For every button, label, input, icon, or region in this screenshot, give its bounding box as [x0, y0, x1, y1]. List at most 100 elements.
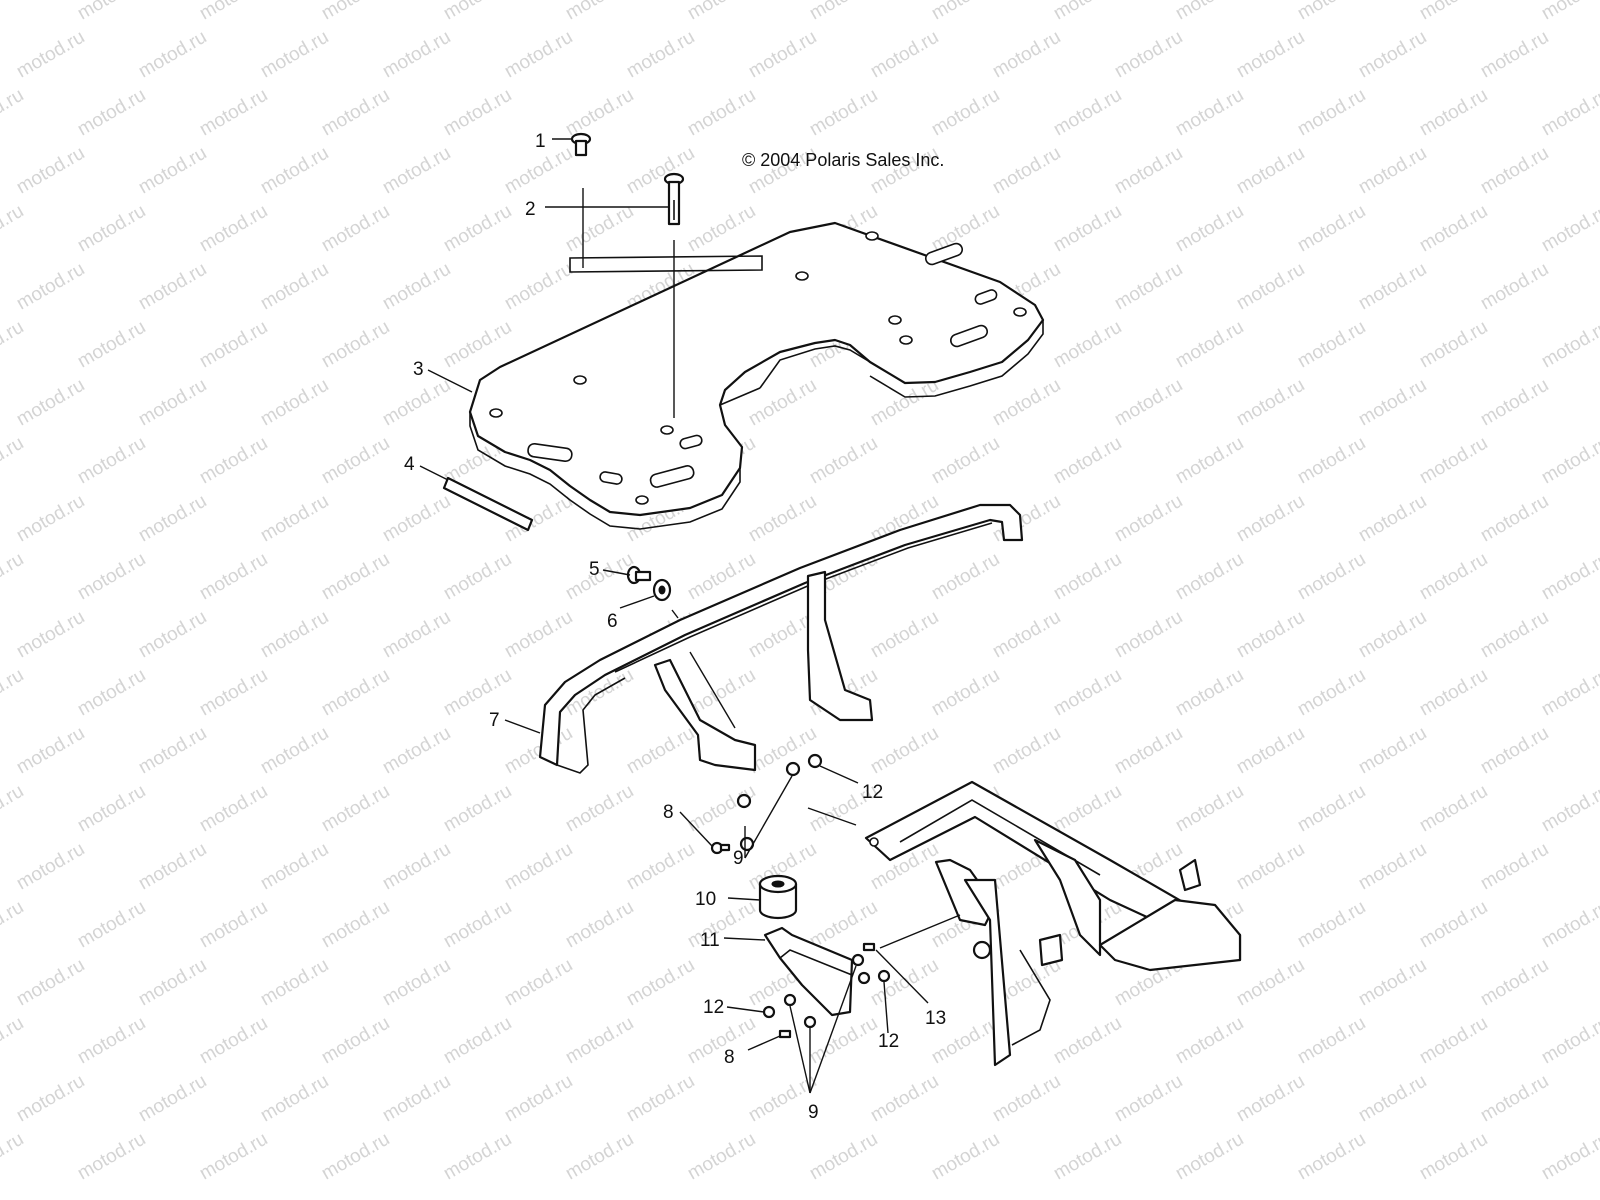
watermark-text: motod.ru	[379, 375, 454, 431]
watermark-text: motod.ru	[501, 607, 576, 663]
watermark-text: motod.ru	[1050, 433, 1125, 489]
watermark-text: motod.ru	[1355, 723, 1430, 779]
watermark-text: motod.ru	[1294, 201, 1369, 257]
watermark-text: motod.ru	[745, 27, 820, 83]
watermark-text: motod.ru	[562, 201, 637, 257]
watermark-text: motod.ru	[1172, 665, 1247, 721]
watermark-text: motod.ru	[989, 1071, 1064, 1127]
part-5-bolt	[626, 565, 652, 585]
watermark-text: motod.ru	[501, 955, 576, 1011]
watermark-text: motod.ru	[13, 143, 88, 199]
callout-labels: 1 2 3 4 5 6 7 8 9 10 11 12 12 12 13 8 9	[404, 131, 946, 1123]
watermark-text: motod.ru	[745, 375, 820, 431]
hardware-upper	[710, 753, 823, 855]
watermark-text: motod.ru	[379, 607, 454, 663]
watermark-text: motod.ru	[196, 549, 271, 605]
watermark-text: motod.ru	[257, 955, 332, 1011]
watermark-text: motod.ru	[196, 0, 271, 24]
watermark-text: motod.ru	[379, 723, 454, 779]
watermark-text: motod.ru	[1477, 27, 1552, 83]
watermark-text: motod.ru	[0, 201, 27, 257]
watermark-text: motod.ru	[1233, 259, 1308, 315]
callout-2: 2	[525, 199, 536, 220]
watermark-text: motod.ru	[13, 1071, 88, 1127]
watermark-text: motod.ru	[74, 549, 149, 605]
part-1-bolt	[570, 132, 592, 157]
watermark-text: motod.ru	[562, 1013, 637, 1069]
watermark-text: motod.ru	[1355, 955, 1430, 1011]
watermark-text: motod.ru	[1416, 1129, 1491, 1185]
watermark-text: motod.ru	[1111, 375, 1186, 431]
watermark-text: motod.ru	[1111, 1071, 1186, 1127]
watermark-text: motod.ru	[1111, 607, 1186, 663]
watermark-text: motod.ru	[562, 1129, 637, 1185]
watermark-text: motod.ru	[1477, 259, 1552, 315]
watermark-text: motod.ru	[13, 491, 88, 547]
watermark-text: motod.ru	[1416, 665, 1491, 721]
watermark-text: motod.ru	[318, 0, 393, 24]
watermark-text: motod.ru	[562, 897, 637, 953]
watermark-text: motod.ru	[0, 665, 27, 721]
watermark-text: motod.ru	[1477, 143, 1552, 199]
watermark-text: motod.ru	[135, 27, 210, 83]
watermark-text: motod.ru	[74, 781, 149, 837]
watermark-text: motod.ru	[928, 85, 1003, 141]
watermark-text: motod.ru	[501, 723, 576, 779]
part-7-rack-frame	[538, 503, 1024, 774]
watermark-text: motod.ru	[806, 85, 881, 141]
watermark-text: motod.ru	[135, 259, 210, 315]
watermark-text: motod.ru	[928, 549, 1003, 605]
callout-12-right: 12	[878, 1031, 899, 1052]
watermark-text: motod.ru	[684, 1013, 759, 1069]
watermark-text: motod.ru	[257, 143, 332, 199]
watermark-text: motod.ru	[257, 839, 332, 895]
callout-13: 13	[925, 1008, 946, 1029]
watermark-text: motod.ru	[1477, 839, 1552, 895]
watermark-text: motod.ru	[1355, 259, 1430, 315]
watermark-text: motod.ru	[135, 839, 210, 895]
watermark-text: motod.ru	[318, 665, 393, 721]
watermark-text: motod.ru	[135, 607, 210, 663]
part-11-bracket	[763, 926, 854, 1017]
watermark-text: motod.ru	[1355, 839, 1430, 895]
watermark-text: motod.ru	[928, 0, 1003, 24]
part-10-spacer	[758, 874, 798, 920]
watermark-text: motod.ru	[1538, 0, 1600, 24]
watermark-text: motod.ru	[1294, 433, 1369, 489]
watermark-text: motod.ru	[74, 1013, 149, 1069]
watermark-text: motod.ru	[1172, 1129, 1247, 1185]
watermark-text: motod.ru	[1111, 723, 1186, 779]
watermark-text: motod.ru	[501, 1071, 576, 1127]
watermark-text: motod.ru	[318, 1129, 393, 1185]
watermark-text: motod.ru	[1294, 897, 1369, 953]
watermark-text: motod.ru	[1416, 0, 1491, 24]
watermark-text: motod.ru	[74, 317, 149, 373]
watermark-text: motod.ru	[501, 259, 576, 315]
watermark-text: motod.ru	[1294, 317, 1369, 373]
watermark-text: motod.ru	[440, 665, 515, 721]
watermark-text: motod.ru	[684, 0, 759, 24]
watermark-text: motod.ru	[0, 549, 27, 605]
watermark-text: motod.ru	[379, 955, 454, 1011]
watermark-text: motod.ru	[806, 1013, 881, 1069]
watermark-text: motod.ru	[196, 665, 271, 721]
watermark-text: motod.ru	[1477, 375, 1552, 431]
watermark-text: motod.ru	[318, 1013, 393, 1069]
watermark-text: motod.ru	[867, 607, 942, 663]
callout-6: 6	[607, 611, 618, 632]
watermark-text: motod.ru	[623, 955, 698, 1011]
callout-7: 7	[489, 710, 500, 731]
watermark-text: motod.ru	[440, 201, 515, 257]
watermark-text: motod.ru	[318, 85, 393, 141]
watermark-text: motod.ru	[0, 1129, 27, 1185]
watermark-text: motod.ru	[1233, 375, 1308, 431]
watermark-text: motod.ru	[501, 27, 576, 83]
watermark-text: motod.ru	[1355, 375, 1430, 431]
watermark-text: motod.ru	[1477, 723, 1552, 779]
watermark-text: motod.ru	[1416, 85, 1491, 141]
watermark-text: motod.ru	[13, 839, 88, 895]
watermark-text: motod.ru	[318, 897, 393, 953]
watermark-text: motod.ru	[1538, 1013, 1600, 1069]
watermark-text: motod.ru	[684, 1129, 759, 1185]
